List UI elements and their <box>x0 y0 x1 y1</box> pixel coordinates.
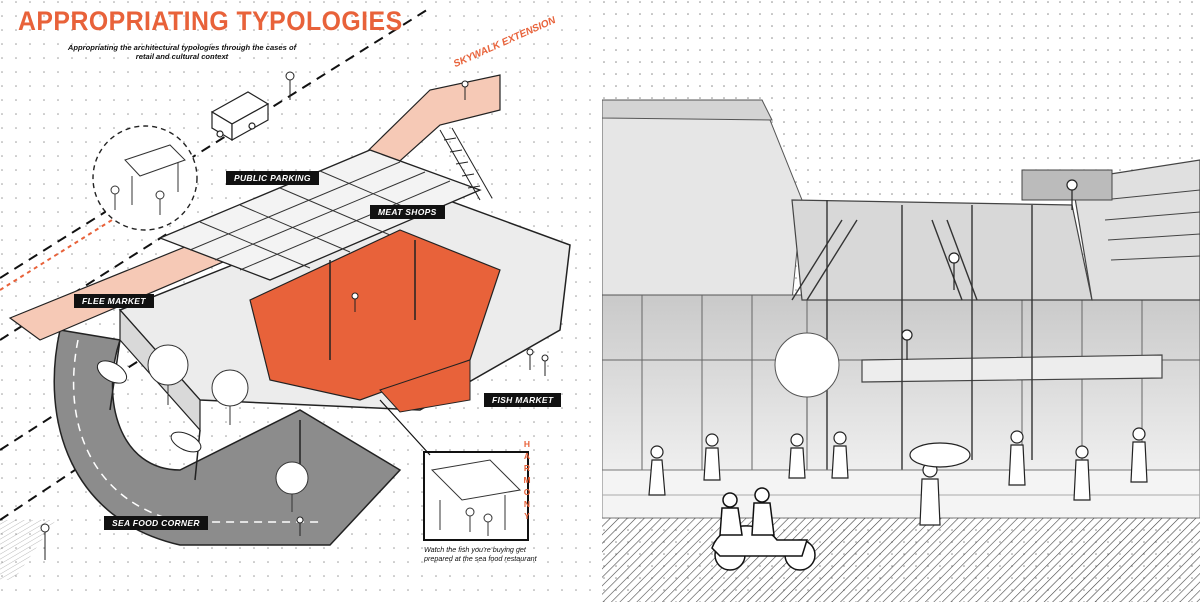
bridge-slab <box>861 354 1163 383</box>
label-fish-market: FISH MARKET <box>484 393 562 407</box>
inset-caption: Watch the fish you're buying get prepare… <box>424 545 537 564</box>
building-facade <box>602 294 1200 471</box>
street-perspective-panel <box>602 0 1200 602</box>
label-sea-food-corner: SEA FOOD CORNER <box>104 516 208 530</box>
inset-leader-line <box>379 399 431 456</box>
staircase <box>439 127 493 201</box>
harmony-inset-sketch <box>430 459 522 536</box>
panel-divider <box>598 0 602 602</box>
delivery-truck-icon <box>210 91 270 142</box>
left-canopy <box>602 99 803 301</box>
upper-frame <box>791 199 1093 301</box>
scooter-icon <box>711 487 816 571</box>
detail-callout-circle <box>92 125 198 231</box>
detail-callout-sketch <box>110 144 186 215</box>
tree-icon <box>147 344 309 512</box>
label-meat-shops: MEAT SHOPS <box>370 205 445 219</box>
axonometric-diagram-panel: APPROPRIATING TYPOLOGIES Appropriating t… <box>0 0 598 602</box>
person-figure-icon <box>648 179 1148 526</box>
car-icon <box>96 360 202 453</box>
page-title: APPROPRIATING TYPOLOGIES <box>18 6 403 36</box>
perspective-drawing <box>602 0 1200 602</box>
page-subtitle: Appropriating the architectural typologi… <box>67 43 297 62</box>
axonometric-drawing <box>0 0 598 602</box>
road-centerline <box>72 339 320 523</box>
tree-icon <box>774 332 840 440</box>
right-block-lines <box>1101 189 1200 261</box>
street-hatch <box>602 518 1200 602</box>
harmony-inset-box <box>423 451 529 541</box>
label-harmony: HARMONY <box>523 439 531 521</box>
label-flee-market: FLEE MARKET <box>74 294 154 308</box>
sidewalk <box>602 469 1200 519</box>
road-ramp <box>53 329 402 546</box>
carried-sack <box>909 442 971 468</box>
label-public-parking: PUBLIC PARKING <box>226 171 319 185</box>
person-figure-icon <box>40 71 549 560</box>
fish-market-floor <box>379 359 471 413</box>
